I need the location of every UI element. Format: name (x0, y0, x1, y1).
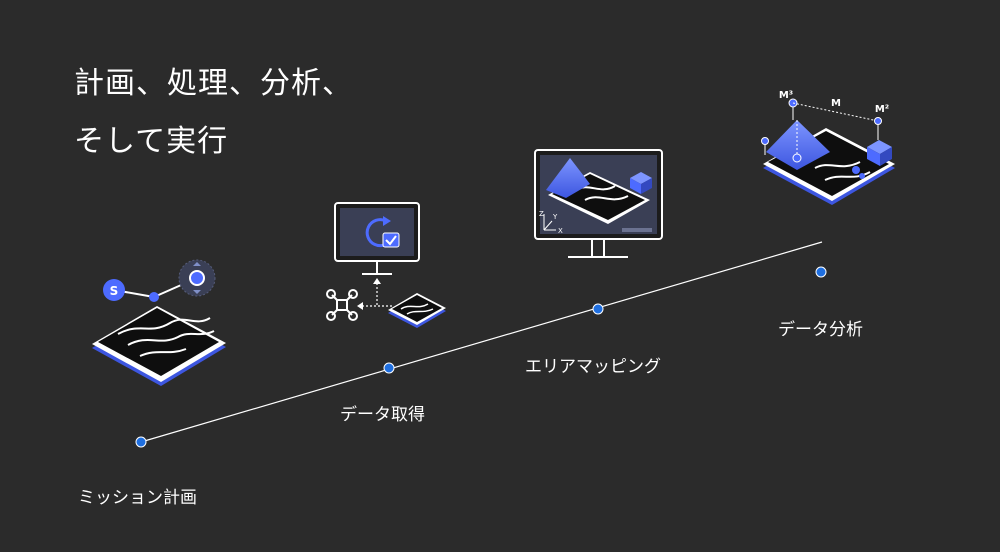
step-dot-data-capture (383, 362, 395, 374)
measurement-label-m3: M³ (779, 90, 793, 101)
heading-line-2: そして実行 (74, 124, 229, 159)
step-label-mission-planning: ミッション計画 (78, 488, 197, 508)
step-dot-mission-planning (135, 436, 147, 448)
axis-label-y: Y (552, 213, 558, 221)
measurement-label-m2: M² (875, 104, 889, 115)
step-label-data-analysis: データ分析 (778, 320, 863, 340)
mission-planning-icon (92, 259, 226, 386)
step-label-data-capture: データ取得 (340, 405, 425, 425)
step-dot-area-mapping (592, 303, 604, 315)
axis-label-x: X (558, 227, 563, 235)
step-label-area-mapping: エリアマッピング (525, 357, 661, 377)
area-mapping-icon (534, 149, 663, 258)
measurement-label-m: M (831, 98, 841, 109)
data-capture-icon (326, 202, 446, 328)
data-analysis-icon (761, 98, 895, 205)
start-marker-label: S (110, 284, 119, 298)
timeline-line (140, 241, 823, 443)
step-dot-data-analysis (815, 266, 827, 278)
heading-line-1: 計画、処理、分析、 (74, 66, 353, 101)
axis-label-z: Z (539, 210, 544, 218)
